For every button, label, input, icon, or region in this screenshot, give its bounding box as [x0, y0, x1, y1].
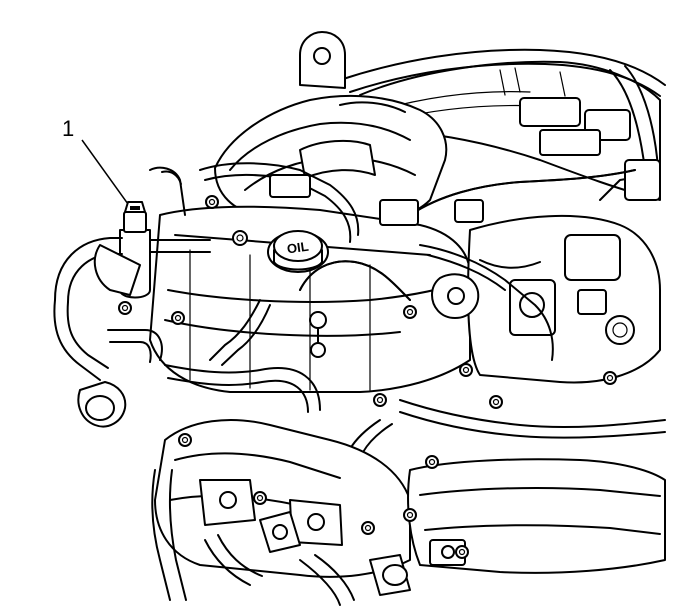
- engine-block: [149, 205, 471, 393]
- oil-cap-label: OIL: [286, 239, 310, 257]
- throttle-body: [431, 159, 661, 384]
- wiring-harness: [199, 162, 636, 361]
- lifting-eye: [299, 31, 346, 89]
- lower-pipes: [151, 469, 355, 606]
- oil-fill-cap: OIL: [267, 230, 329, 273]
- callout-1-label: 1: [62, 116, 74, 141]
- coolant-hoses: [53, 166, 186, 428]
- callout-1-leader: [81, 139, 129, 205]
- transaxle: [369, 458, 666, 596]
- exhaust-manifold: [154, 419, 411, 578]
- rear-harness: [339, 48, 666, 201]
- bolts: [118, 195, 617, 559]
- callout-1: 1: [62, 116, 129, 205]
